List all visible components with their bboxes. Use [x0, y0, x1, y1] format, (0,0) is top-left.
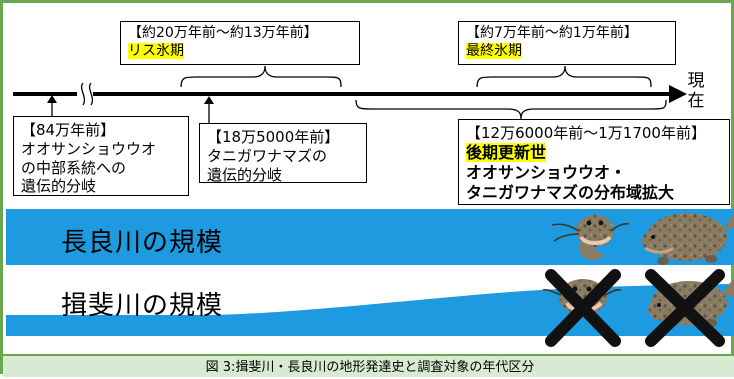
- late-pleistocene-line1: オオサンショウウオ・: [466, 162, 627, 182]
- late-pleistocene-box: 【12万6000年前〜1万1700年前】 後期更新世 オオサンショウウオ・ タニ…: [458, 119, 730, 205]
- catfish-divergence-box: 【18万5000年前】 タニガワナマズの 遺伝的分岐: [199, 123, 367, 184]
- catfish-divergence-line2: 遺伝的分岐: [207, 165, 283, 184]
- catfish-divergence-line1: タニガワナマズの: [207, 146, 328, 165]
- giant-salamander-icon: [642, 213, 734, 265]
- late-pleistocene-brace: [355, 99, 667, 120]
- riss-glacial-name: リス氷期: [128, 42, 184, 59]
- late-pleistocene-range: 【12万6000年前〜1万1700年前】: [466, 124, 706, 142]
- absent-x-mark-catfish: [545, 269, 621, 347]
- salamander-divergence-line3: 遺伝的分岐: [21, 177, 97, 196]
- riss-glacial-brace: [180, 65, 342, 88]
- catfish-divergence-date: 【18万5000年前】: [207, 128, 340, 146]
- catfish-icon: [551, 215, 630, 260]
- figure-caption: 図 3:揖斐川・長良川の地形発達史と調査対象の年代区分: [3, 354, 734, 377]
- salamander-divergence-date: 【84万年前】: [21, 121, 116, 139]
- ibi-river-band: [6, 284, 734, 336]
- last-glacial-brace: [476, 65, 652, 88]
- riss-glacial-range: 【約20万年前〜約13万年前】: [128, 25, 318, 41]
- absent-x-mark-salamander: [645, 269, 725, 347]
- last-glacial-range: 【約7万年前〜約1万年前】: [466, 25, 638, 41]
- timeline-arrowhead: [669, 85, 687, 103]
- last-glacial-name: 最終氷期: [466, 42, 522, 59]
- salamander-divergence-line1: オオサンショウウオ: [21, 139, 157, 158]
- nagara-river-label: 長良川の規模: [61, 228, 224, 258]
- now-label: 現在: [687, 71, 705, 111]
- ibi-river-label: 揖斐川の規模: [61, 291, 224, 321]
- timeline-break-mark: [80, 82, 94, 106]
- riss-glacial-box: 【約20万年前〜約13万年前】 リス氷期: [120, 21, 360, 65]
- last-glacial-box: 【約7万年前〜約1万年前】 最終氷期: [458, 21, 676, 65]
- salamander-divergence-line2: の中部系統への: [21, 158, 127, 177]
- late-pleistocene-name: 後期更新世: [466, 142, 547, 162]
- nagara-river-band: [6, 209, 734, 265]
- salamander-divergence-box: 【84万年前】 オオサンショウウオ の中部系統への 遺伝的分岐: [13, 116, 189, 196]
- late-pleistocene-line2: タニガワナマズの分布域拡大: [466, 182, 675, 202]
